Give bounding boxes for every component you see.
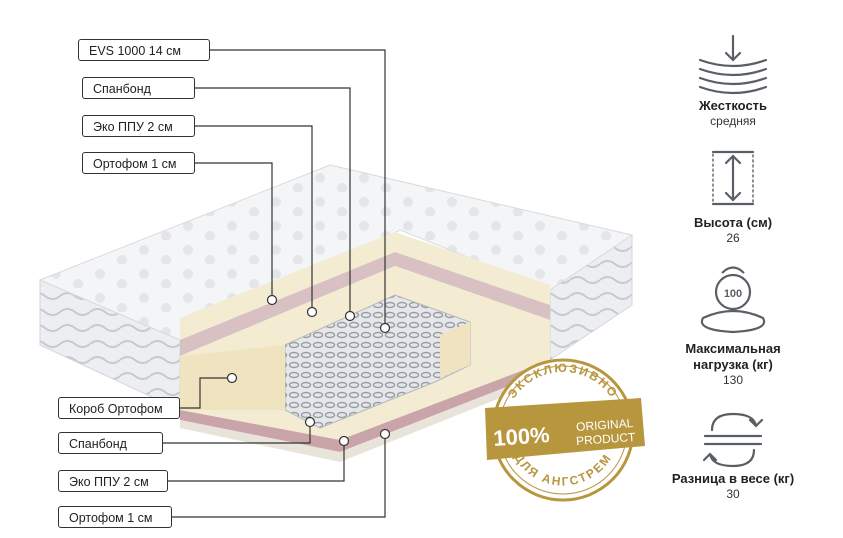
foam-box-right bbox=[440, 322, 470, 378]
leader-lines bbox=[163, 49, 386, 518]
spec-height-title: Высота (см) bbox=[693, 215, 773, 230]
mattress bbox=[38, 164, 634, 462]
firmness-icon bbox=[698, 34, 768, 95]
spec-firmness-value: средняя bbox=[710, 114, 756, 128]
weight-difference-icon bbox=[702, 412, 764, 468]
spec-firmness: Жесткость средняя bbox=[658, 98, 808, 129]
label-evs: EVS 1000 14 см bbox=[78, 39, 210, 61]
label-eco-ppu-top: Эко ППУ 2 см bbox=[82, 115, 195, 137]
spec-weight-diff-title: Разница в весе (кг) bbox=[671, 471, 795, 486]
height-icon bbox=[711, 150, 755, 206]
layer-bottom bbox=[180, 360, 550, 452]
spec-firmness-title: Жесткость bbox=[698, 98, 768, 113]
label-spunbond-top: Спанбонд bbox=[82, 77, 195, 99]
spec-max-load-value: 130 bbox=[722, 373, 744, 387]
badge-percent: 100% bbox=[493, 422, 551, 451]
layer-bottom-base bbox=[180, 370, 550, 462]
layer-orthofoam-top bbox=[180, 232, 550, 340]
spec-max-load: Максимальная нагрузка (кг) 130 bbox=[658, 341, 808, 388]
spec-height-value: 26 bbox=[726, 231, 740, 245]
badge-ribbon bbox=[485, 398, 645, 460]
label-eco-ppu-bottom: Эко ППУ 2 см bbox=[58, 470, 168, 492]
weight-load-icon-label: 100 bbox=[724, 288, 742, 300]
spec-max-load-title: Максимальная нагрузка (кг) bbox=[685, 341, 781, 372]
badge-line2: PRODUCT bbox=[576, 430, 637, 448]
layer-ppu-top bbox=[180, 252, 550, 356]
exclusive-badge: ЭКСКЛЮЗИВНО ДЛЯ АНГСТРЕМ 100% ORIGINAL P… bbox=[485, 358, 645, 502]
label-orthofoam-bottom: Ортофом 1 см bbox=[58, 506, 172, 528]
label-orthofoam-box: Короб Ортофом bbox=[58, 397, 180, 419]
label-spunbond-bottom: Спанбонд bbox=[58, 432, 163, 454]
weight-load-icon bbox=[700, 266, 766, 334]
spring-block bbox=[284, 294, 471, 429]
spec-weight-diff: Разница в весе (кг) 30 bbox=[658, 471, 808, 502]
badge-line1: ORIGINAL bbox=[576, 416, 635, 434]
spec-weight-diff-value: 30 bbox=[726, 487, 740, 501]
label-orthofoam-top: Ортофом 1 см bbox=[82, 152, 195, 174]
leader-dots bbox=[226, 294, 391, 447]
spec-height: Высота (см) 26 bbox=[658, 215, 808, 246]
